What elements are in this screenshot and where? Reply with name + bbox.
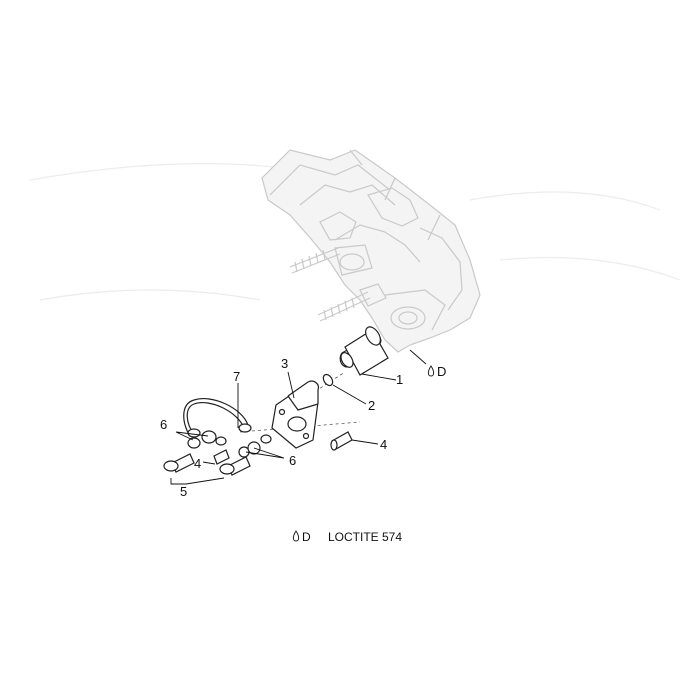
callout-2: 2	[368, 398, 375, 413]
callout-5: 5	[180, 484, 187, 499]
drop-icon	[292, 530, 300, 542]
callout-6-left: 6	[160, 417, 167, 432]
sealant-marker-label: D	[437, 364, 446, 379]
leader-6-left	[175, 431, 209, 441]
callout-4-left: 4	[194, 456, 201, 471]
sealant-marker: D	[409, 349, 446, 379]
leader-4-left	[202, 461, 216, 465]
leader-2	[332, 384, 367, 405]
leader-5	[170, 477, 225, 485]
leader-6-right	[245, 447, 285, 459]
leader-lines	[170, 371, 397, 485]
callout-3: 3	[281, 356, 288, 371]
part-2-o-ring	[322, 373, 334, 387]
part-1-tensioner-body	[339, 326, 389, 376]
leader-1	[361, 373, 397, 381]
part-5-banjo-bolt-left	[163, 453, 195, 473]
part-6-washers-left	[187, 430, 227, 449]
leader-4-right	[351, 439, 379, 445]
legend: D LOCTITE 574	[292, 530, 402, 544]
part-5-banjo-bolt-right	[219, 456, 251, 476]
crankcase-housing	[261, 149, 481, 353]
callout-6-right: 6	[289, 453, 296, 468]
callout-4-right: 4	[380, 437, 387, 452]
part-4-screw-right	[330, 431, 353, 451]
part-3-flange-housing	[271, 380, 319, 449]
legend-marker-label: D	[302, 530, 311, 544]
legend-text: LOCTITE 574	[328, 530, 402, 544]
drop-icon	[427, 365, 435, 377]
callout-7: 7	[233, 369, 240, 384]
leader-3	[287, 371, 295, 399]
callout-1: 1	[396, 372, 403, 387]
part-4-screw-left	[213, 449, 230, 465]
part-7-oil-pipe	[183, 398, 252, 438]
